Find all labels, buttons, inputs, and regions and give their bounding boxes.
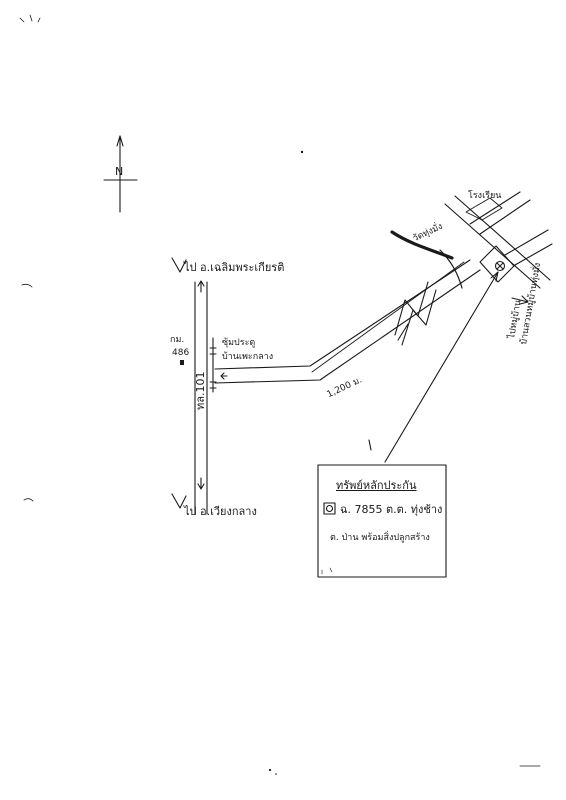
destination-top-arrow-icon [171, 257, 187, 273]
north-arrow-icon [103, 135, 138, 213]
highway-101 [194, 280, 208, 515]
page-specks [19, 14, 541, 767]
highway-101-label: ทล.101 [194, 371, 207, 410]
canal [390, 230, 463, 289]
km-marker-square [180, 360, 184, 365]
legend-title: ทรัพย์หลักประกัน [336, 479, 417, 492]
entrance-label-line1: ซุ้มประตู [222, 338, 256, 348]
km-marker-prefix: กม. [170, 335, 185, 345]
property-plot [479, 245, 515, 283]
legend-location: ต. ป่าน พร้อมสิ่งปลูกสร้าง [330, 533, 430, 543]
legend-pointer [368, 271, 499, 463]
stream-crossing [394, 281, 437, 346]
north-label: N [115, 165, 124, 178]
access-road [214, 259, 481, 384]
entrance-gate-icon [209, 337, 217, 393]
school-label: โรงเรียน [468, 191, 502, 201]
destination-top-label: ไป อ.เฉลิมพระเกียรติ [184, 261, 285, 274]
legend-property-icon [323, 502, 336, 515]
km-marker-value: 486 [172, 348, 190, 358]
destination-bottom-label: ไป อ.เวียงกลาง [184, 505, 257, 518]
legend-deed: ฉ. 7855 ต.ต. ทุ่งช้าง [340, 503, 443, 516]
destination-bottom-arrow-icon [171, 493, 187, 509]
village-roads [444, 191, 553, 289]
entrance-label-line2: บ้านเพะกลาง [222, 352, 274, 362]
distance-guide [311, 261, 465, 373]
right-direction-arrow-icon [511, 295, 529, 305]
stray-marks [268, 150, 304, 775]
legend-box [317, 464, 447, 578]
